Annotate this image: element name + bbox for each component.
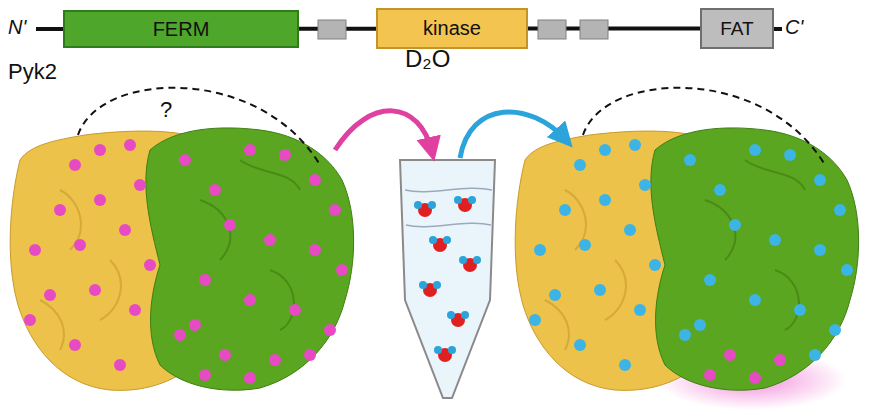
domain-box: FERM (63, 10, 299, 48)
domain-name: kinase (423, 17, 481, 40)
domain-box: kinase (376, 8, 528, 49)
question-mark: ? (160, 98, 172, 122)
domain-box: FAT (700, 8, 774, 49)
terminus-label: C' (785, 16, 803, 38)
solvent-label: D₂O (405, 46, 450, 72)
domain-name: FERM (153, 18, 210, 41)
terminus-label: N' (8, 16, 26, 38)
domain-name: FAT (720, 18, 753, 40)
protein-name: Pyk2 (8, 60, 57, 84)
